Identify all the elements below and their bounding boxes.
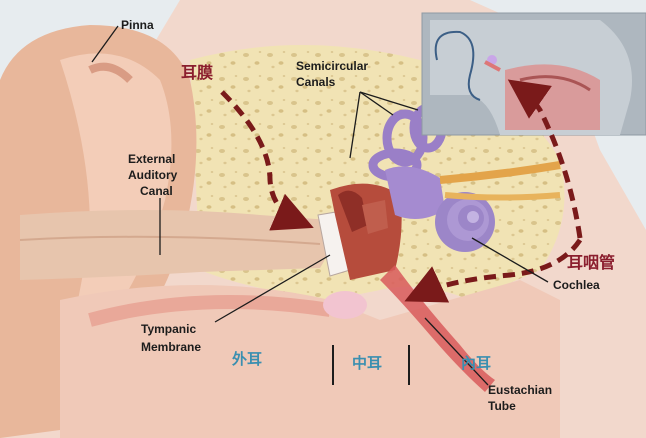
auditory-canal-shape (20, 210, 332, 280)
label-tympanic: Tympanic (141, 322, 196, 336)
label-semicircular: Semicircular (296, 59, 368, 73)
label-outer-ear-cn: 外耳 (231, 350, 262, 368)
label-canals: Canals (296, 75, 336, 89)
ossicle-malleus (338, 190, 368, 232)
label-eardrum-cn: 耳膜 (181, 63, 213, 82)
label-middle-ear-cn: 中耳 (352, 354, 382, 372)
label-pharynx-tube-cn: 耳咽管 (567, 253, 615, 272)
skin-edge (88, 295, 332, 327)
label-auditory: Auditory (128, 168, 178, 182)
label-external: External (128, 152, 175, 166)
leader-lines (91, 25, 549, 386)
label-inner-ear-cn: 內耳 (461, 354, 491, 372)
label-cochlea: Cochlea (553, 278, 600, 292)
pharynx-arrow-left (404, 238, 583, 303)
cochlear-nerve (444, 192, 561, 201)
label-tube: Tube (488, 399, 516, 413)
ossicle-incus (362, 200, 388, 234)
label-membrane: Membrane (141, 340, 201, 354)
eardrum-arrow (220, 90, 314, 231)
label-canal: Canal (140, 184, 173, 198)
inset-head (421, 12, 646, 136)
pharynx-arrow-up (507, 79, 583, 239)
canal-line (19, 235, 321, 245)
pink-nodule (323, 291, 367, 319)
label-pinna: Pinna (121, 18, 154, 32)
cochlea-shape (435, 192, 495, 252)
vestibule (385, 166, 445, 219)
label-eustachian: Eustachian (488, 383, 552, 397)
pinna-fold (88, 62, 133, 83)
vestibular-nerve (439, 161, 561, 184)
